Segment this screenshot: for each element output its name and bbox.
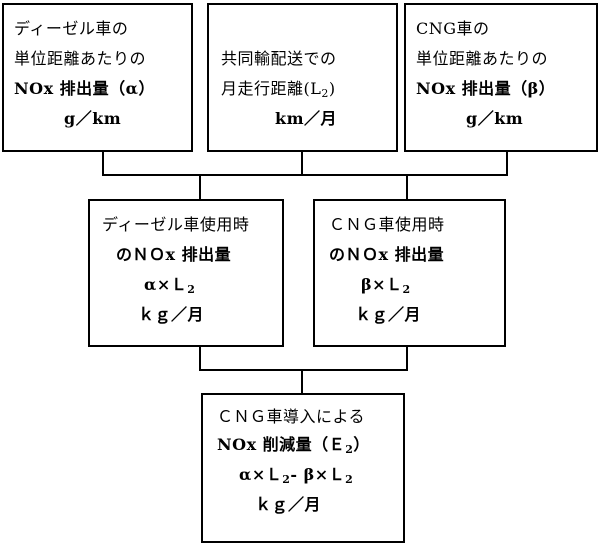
- monthly-distance-line2: 月走行距離(L2): [221, 79, 336, 100]
- diesel-usage-emission-box: ディーゼル車使用時 のＮＯx 排出量 α×Ｌ2 ｋｇ／月: [88, 199, 284, 347]
- cng-usage-formula: β×Ｌ2: [361, 275, 411, 296]
- cng-unit-line2: 単位距離あたりの: [416, 49, 549, 68]
- diesel-unit-line2: 単位距離あたりの: [14, 49, 147, 68]
- cng-unit-line3: NOx 排出量（β）: [416, 79, 556, 98]
- cng-unit-line1: CNG車の: [416, 19, 490, 38]
- cng-usage-line2: のＮＯx 排出量: [329, 245, 445, 264]
- nox-reduction-box: ＣＮＧ車導入による NOx 削減量（Ｅ2） α×Ｌ2- β×Ｌ2 ｋｇ／月: [201, 393, 405, 543]
- diesel-usage-line2: のＮＯx 排出量: [116, 245, 232, 264]
- reduction-line2: NOx 削減量（Ｅ2）: [217, 435, 370, 456]
- diesel-usage-line1: ディーゼル車使用時: [102, 215, 250, 234]
- reduction-line1: ＣＮＧ車導入による: [217, 407, 366, 426]
- diesel-unit-line1: ディーゼル車の: [14, 19, 129, 38]
- monthly-distance-unit: km／月: [275, 109, 338, 128]
- cng-unit-line4: g／km: [466, 109, 524, 128]
- monthly-distance-box: 共同輸配送での 月走行距離(L2) km／月: [207, 3, 398, 152]
- cng-usage-line1: ＣＮＧ車使用時: [329, 215, 445, 234]
- diesel-usage-unit: ｋｇ／月: [138, 305, 205, 324]
- diesel-usage-formula: α×Ｌ2: [144, 275, 196, 296]
- diesel-unit-line4: g／km: [64, 109, 122, 128]
- diesel-unit-emission-box: ディーゼル車の 単位距離あたりの NOx 排出量（α） g／km: [2, 3, 193, 152]
- monthly-distance-line1: 共同輸配送での: [221, 49, 337, 68]
- diesel-unit-line3: NOx 排出量（α）: [14, 79, 155, 98]
- cng-usage-emission-box: ＣＮＧ車使用時 のＮＯx 排出量 β×Ｌ2 ｋｇ／月: [313, 199, 506, 347]
- reduction-formula: α×Ｌ2- β×Ｌ2: [239, 465, 354, 486]
- cng-unit-emission-box: CNG車の 単位距離あたりの NOx 排出量（β） g／km: [404, 3, 598, 152]
- cng-usage-unit: ｋｇ／月: [355, 305, 422, 324]
- reduction-unit: ｋｇ／月: [255, 495, 322, 514]
